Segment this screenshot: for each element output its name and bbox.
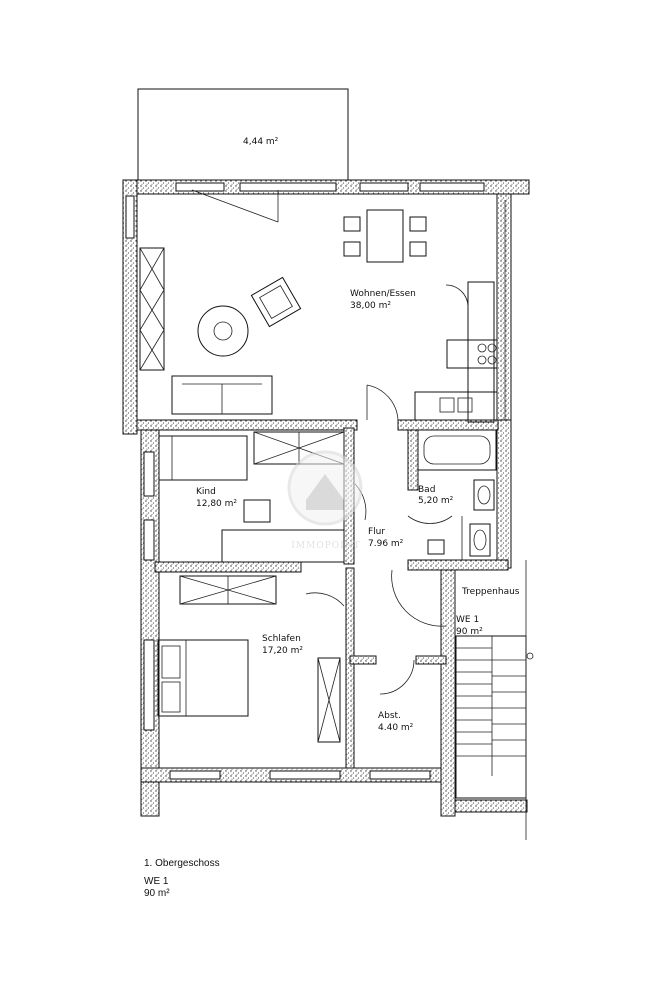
top-windows — [125, 182, 506, 780]
balcony — [137, 88, 349, 182]
kitchen — [414, 281, 498, 423]
bath-name: Bad — [418, 485, 435, 495]
unit-area: 90 m² — [456, 627, 483, 637]
stairwell-name: Treppenhaus — [461, 587, 520, 597]
hall-area: 7.96 m² — [368, 539, 404, 549]
child-name: Kind — [196, 487, 216, 497]
storage-area: 4.40 m² — [378, 723, 414, 733]
balcony-area: 4,44 m² — [243, 137, 279, 147]
living-area: 38,00 m² — [350, 301, 391, 311]
living-name: Wohnen/Essen — [350, 289, 416, 299]
child-area: 12,80 m² — [196, 499, 237, 509]
unit-name: WE 1 — [456, 615, 479, 625]
caption-area: 90 m² — [144, 888, 170, 899]
watermark-text: IMMOPOINT — [291, 541, 360, 551]
door-swings — [191, 189, 453, 695]
storage-name: Abst. — [378, 711, 401, 721]
caption: 1. Obergeschoss WE 1 90 m² — [144, 858, 220, 899]
caption-floor: 1. Obergeschoss — [144, 858, 220, 869]
caption-unit: WE 1 — [144, 876, 169, 887]
bedroom-furniture — [157, 575, 341, 743]
room-labels: 4,44 m² Wohnen/Essen 38,00 m² Kind 12,80… — [196, 137, 520, 733]
hall-name: Flur — [368, 527, 385, 537]
child-furniture — [158, 431, 345, 563]
living-furniture — [139, 209, 427, 415]
bath-area: 5,20 m² — [418, 496, 454, 506]
bathroom-fixtures — [417, 429, 497, 560]
staircase — [455, 560, 534, 840]
watermark-logo: IMMOPOINT — [287, 450, 363, 551]
bedroom-area: 17,20 m² — [262, 646, 303, 656]
bedroom-name: Schlafen — [262, 634, 301, 644]
